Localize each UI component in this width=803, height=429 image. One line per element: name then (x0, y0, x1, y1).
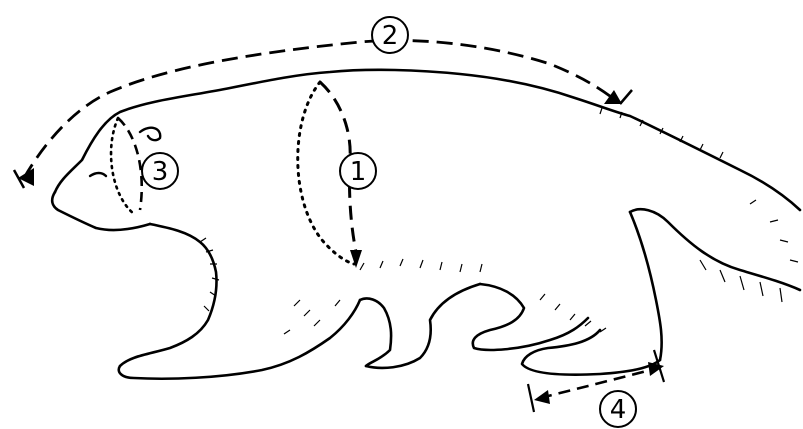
fur-tail (700, 200, 798, 302)
marker-2-label: 2 (382, 21, 399, 51)
length-measure (14, 40, 632, 188)
ear (140, 128, 160, 140)
girth-arrowhead (350, 250, 362, 268)
marker-3: 3 (142, 153, 178, 189)
foot-dashed-line (540, 368, 658, 398)
foot-arrowhead-left (534, 390, 550, 404)
hind-foot-outline (522, 330, 660, 375)
fur-hind (540, 294, 606, 332)
marker-4-label: 4 (610, 395, 627, 425)
fur-texture (200, 108, 798, 334)
foot-measure (528, 350, 664, 412)
fur-leg (284, 300, 340, 334)
fur-back (600, 108, 723, 158)
neck-dashed (118, 118, 142, 210)
foot-tick-left (528, 384, 534, 412)
belly-outline (360, 298, 391, 366)
chest-outline (120, 224, 217, 366)
length-dashed-line (24, 40, 615, 178)
back-outline (55, 70, 800, 210)
eye (90, 173, 106, 176)
snout-outline (52, 192, 150, 230)
hind-leg-outline (473, 284, 588, 350)
front-paw-outline (119, 300, 360, 379)
length-tick-right (620, 90, 632, 104)
marker-1-label: 1 (350, 157, 367, 187)
marker-1: 1 (340, 153, 376, 189)
fur-belly (360, 259, 482, 272)
animal-outline (52, 70, 800, 379)
marker-2: 2 (372, 17, 408, 53)
marker-3-label: 3 (152, 157, 169, 187)
neck-measure (111, 118, 142, 214)
tail-underside (630, 212, 662, 360)
marker-4: 4 (600, 391, 636, 427)
